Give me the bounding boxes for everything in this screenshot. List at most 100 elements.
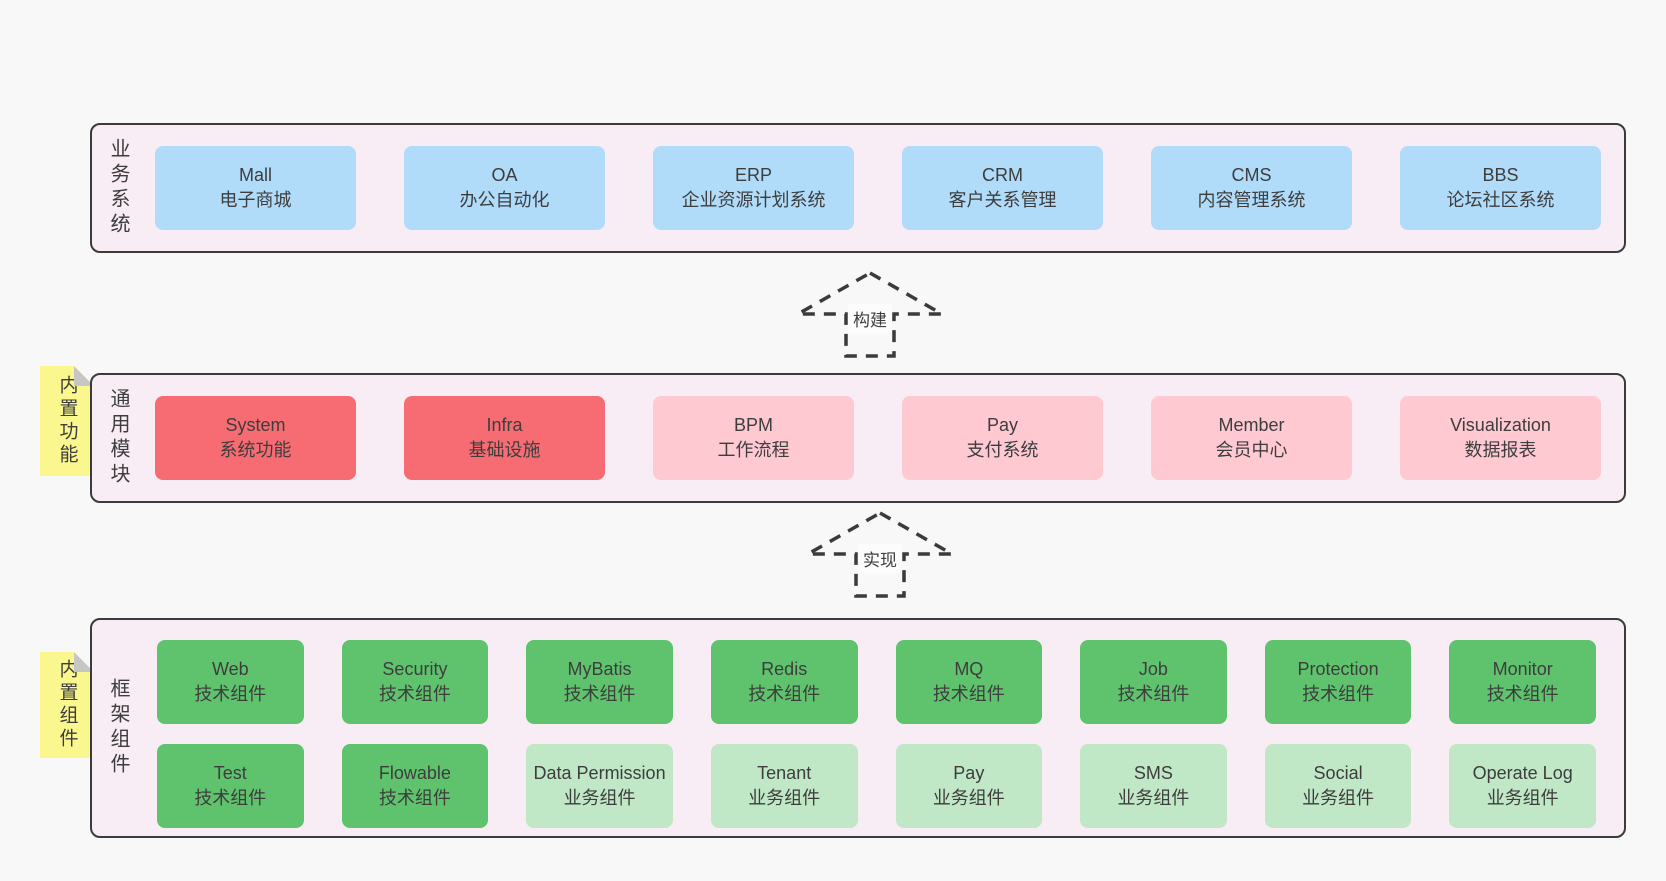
- box-visualization: Visualization 数据报表: [1400, 396, 1601, 480]
- layer-label-modules: 通用模块: [107, 388, 129, 488]
- box-title: Test: [213, 762, 247, 783]
- layer-label-business: 业务系统: [107, 138, 129, 238]
- box-title: Pay: [953, 762, 985, 783]
- box-title: Data Permission: [533, 762, 666, 783]
- box-title: OA: [491, 164, 518, 185]
- box-bbs: BBS 论坛社区系统: [1400, 146, 1601, 230]
- box-subtitle: 技术组件: [1117, 684, 1190, 704]
- box-subtitle: 会员中心: [1215, 440, 1288, 460]
- box-subtitle: 技术组件: [378, 788, 451, 808]
- box-oa: OA 办公自动化: [404, 146, 605, 230]
- box-subtitle: 论坛社区系统: [1446, 190, 1555, 210]
- box-subtitle: 内容管理系统: [1197, 190, 1306, 210]
- box-subtitle: 业务组件: [932, 788, 1005, 808]
- note-text: 内置功能: [56, 375, 78, 467]
- box-mall: Mall 电子商城: [155, 146, 356, 230]
- box-social: Social 业务组件: [1264, 744, 1412, 828]
- arrow-implement-label: 实现: [858, 544, 902, 573]
- layer-business-systems: 业务系统 Mall 电子商城 OA 办公自动化 ERP 企业资源计划系统 CRM…: [90, 123, 1626, 253]
- note-builtin-components: 内置组件: [40, 652, 94, 758]
- box-subtitle: 技术组件: [1486, 684, 1559, 704]
- box-test: Test 技术组件: [157, 744, 304, 828]
- box-subtitle: 技术组件: [1302, 684, 1375, 704]
- box-title: BPM: [733, 414, 773, 435]
- arrow-build: 构建: [795, 270, 945, 360]
- box-mq: MQ 技术组件: [895, 640, 1043, 724]
- box-title: Monitor: [1492, 658, 1553, 679]
- box-monitor: Monitor 技术组件: [1449, 640, 1596, 724]
- box-title: Security: [382, 658, 448, 679]
- box-member: Member 会员中心: [1151, 396, 1352, 480]
- note-builtin-features: 内置功能: [40, 366, 94, 476]
- layer-framework-components: 框架组件 Web 技术组件 Security 技术组件 MyBatis 技术组件…: [90, 618, 1626, 838]
- box-title: Member: [1218, 414, 1285, 435]
- box-subtitle: 技术组件: [378, 684, 451, 704]
- box-cms: CMS 内容管理系统: [1151, 146, 1352, 230]
- framework-rows: Web 技术组件 Security 技术组件 MyBatis 技术组件 Redi…: [92, 620, 1624, 836]
- box-subtitle: 系统功能: [219, 440, 292, 460]
- box-subtitle: 工作流程: [717, 440, 790, 460]
- box-data-permission: Data Permission 业务组件: [526, 744, 673, 828]
- box-mybatis: MyBatis 技术组件: [526, 640, 673, 724]
- box-pay-module: Pay 支付系统: [902, 396, 1103, 480]
- box-title: Social: [1313, 762, 1363, 783]
- box-subtitle: 业务组件: [1302, 788, 1375, 808]
- box-job: Job 技术组件: [1080, 640, 1227, 724]
- box-pay-component: Pay 业务组件: [895, 744, 1043, 828]
- box-title: ERP: [734, 164, 772, 185]
- box-subtitle: 企业资源计划系统: [681, 190, 826, 210]
- box-title: Operate Log: [1472, 762, 1573, 783]
- box-title: Redis: [761, 658, 808, 679]
- box-sms: SMS 业务组件: [1080, 744, 1227, 828]
- layer-common-modules: 通用模块 System 系统功能 Infra 基础设施 BPM 工作流程 Pay…: [90, 373, 1626, 503]
- box-web: Web 技术组件: [157, 640, 304, 724]
- box-title: CRM: [982, 164, 1023, 185]
- box-title: MyBatis: [567, 658, 632, 679]
- box-subtitle: 技术组件: [932, 684, 1005, 704]
- box-subtitle: 客户关系管理: [948, 190, 1057, 210]
- box-operate-log: Operate Log 业务组件: [1449, 744, 1596, 828]
- modules-box-row: System 系统功能 Infra 基础设施 BPM 工作流程 Pay 支付系统…: [92, 375, 1624, 501]
- box-system: System 系统功能: [155, 396, 356, 480]
- box-flowable: Flowable 技术组件: [341, 744, 489, 828]
- box-title: Tenant: [757, 762, 812, 783]
- note-text: 内置组件: [56, 659, 78, 751]
- box-crm: CRM 客户关系管理: [902, 146, 1103, 230]
- box-subtitle: 业务组件: [748, 788, 821, 808]
- box-title: Web: [211, 658, 249, 679]
- box-subtitle: 技术组件: [194, 788, 267, 808]
- box-subtitle: 技术组件: [748, 684, 821, 704]
- box-erp: ERP 企业资源计划系统: [653, 146, 854, 230]
- box-subtitle: 支付系统: [966, 440, 1039, 460]
- box-tenant: Tenant 业务组件: [710, 744, 858, 828]
- framework-row-1: Web 技术组件 Security 技术组件 MyBatis 技术组件 Redi…: [157, 640, 1596, 724]
- box-title: MQ: [954, 658, 984, 679]
- box-subtitle: 业务组件: [1117, 788, 1190, 808]
- box-protection: Protection 技术组件: [1264, 640, 1412, 724]
- box-security: Security 技术组件: [341, 640, 489, 724]
- box-title: System: [225, 414, 286, 435]
- box-title: CMS: [1231, 164, 1272, 185]
- framework-row-2: Test 技术组件 Flowable 技术组件 Data Permission …: [157, 744, 1596, 828]
- box-title: Flowable: [378, 762, 451, 783]
- box-subtitle: 业务组件: [1486, 788, 1559, 808]
- box-redis: Redis 技术组件: [710, 640, 858, 724]
- box-subtitle: 业务组件: [563, 788, 636, 808]
- box-title: Pay: [986, 414, 1019, 435]
- arrow-build-label: 构建: [848, 304, 892, 333]
- layer-label-framework: 框架组件: [107, 678, 129, 778]
- box-subtitle: 基础设施: [468, 440, 541, 460]
- box-title: Protection: [1297, 658, 1379, 679]
- box-title: Mall: [238, 164, 272, 185]
- box-subtitle: 电子商城: [219, 190, 292, 210]
- box-bpm: BPM 工作流程: [653, 396, 854, 480]
- box-title: Job: [1138, 658, 1168, 679]
- arrow-implement: 实现: [805, 510, 955, 600]
- box-title: SMS: [1133, 762, 1173, 783]
- box-infra: Infra 基础设施: [404, 396, 605, 480]
- box-title: Infra: [486, 414, 523, 435]
- box-subtitle: 技术组件: [194, 684, 267, 704]
- box-title: Visualization: [1450, 414, 1551, 435]
- business-box-row: Mall 电子商城 OA 办公自动化 ERP 企业资源计划系统 CRM 客户关系…: [92, 125, 1624, 251]
